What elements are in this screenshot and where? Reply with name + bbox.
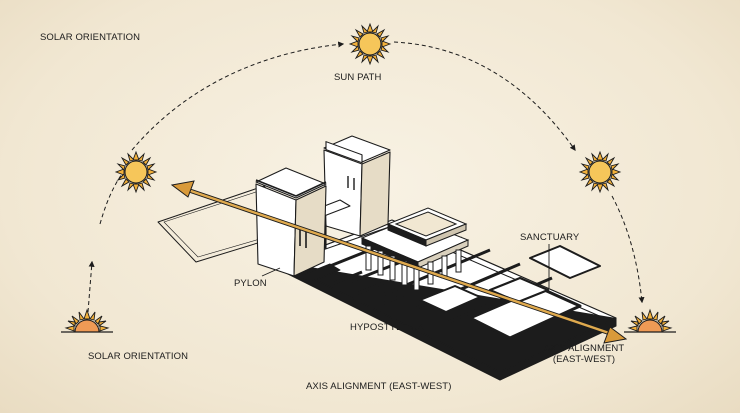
- axis-alignment-right-label: AXIS ALIGNMENT (EAST-WEST): [534, 343, 634, 365]
- axis-alignment-right-line2: (EAST-WEST): [552, 354, 616, 365]
- axis-alignment-bottom-label: AXIS ALIGNMENT (EAST-WEST): [306, 381, 452, 392]
- arrow-icon: [170, 180, 195, 198]
- arrow-icon: [603, 326, 628, 344]
- leader-lines: [261, 244, 550, 320]
- rising-sun-icon: [61, 308, 113, 333]
- sun-icon: [114, 150, 158, 194]
- solar-orientation-bottom-label: SOLAR ORIENTATION: [88, 351, 189, 362]
- setting-sun-icon: [624, 308, 676, 333]
- hypostyle-hall-structure: [360, 207, 470, 291]
- hypostyle-hall-label: HYPOSTYLE HALL: [350, 322, 435, 333]
- diagram-title: SOLAR ORIENTATION: [40, 32, 141, 43]
- sun-path-label: SUN PATH: [334, 72, 382, 83]
- axis-alignment-right-line1: AXIS ALIGNMENT: [543, 343, 625, 354]
- axis-alignment-arrow: [170, 180, 628, 344]
- sanctuary-label: SANCTUARY: [520, 232, 580, 243]
- sun-icon: [578, 150, 622, 194]
- pylon-label: PYLON: [234, 278, 267, 289]
- sun-icon: [348, 22, 392, 66]
